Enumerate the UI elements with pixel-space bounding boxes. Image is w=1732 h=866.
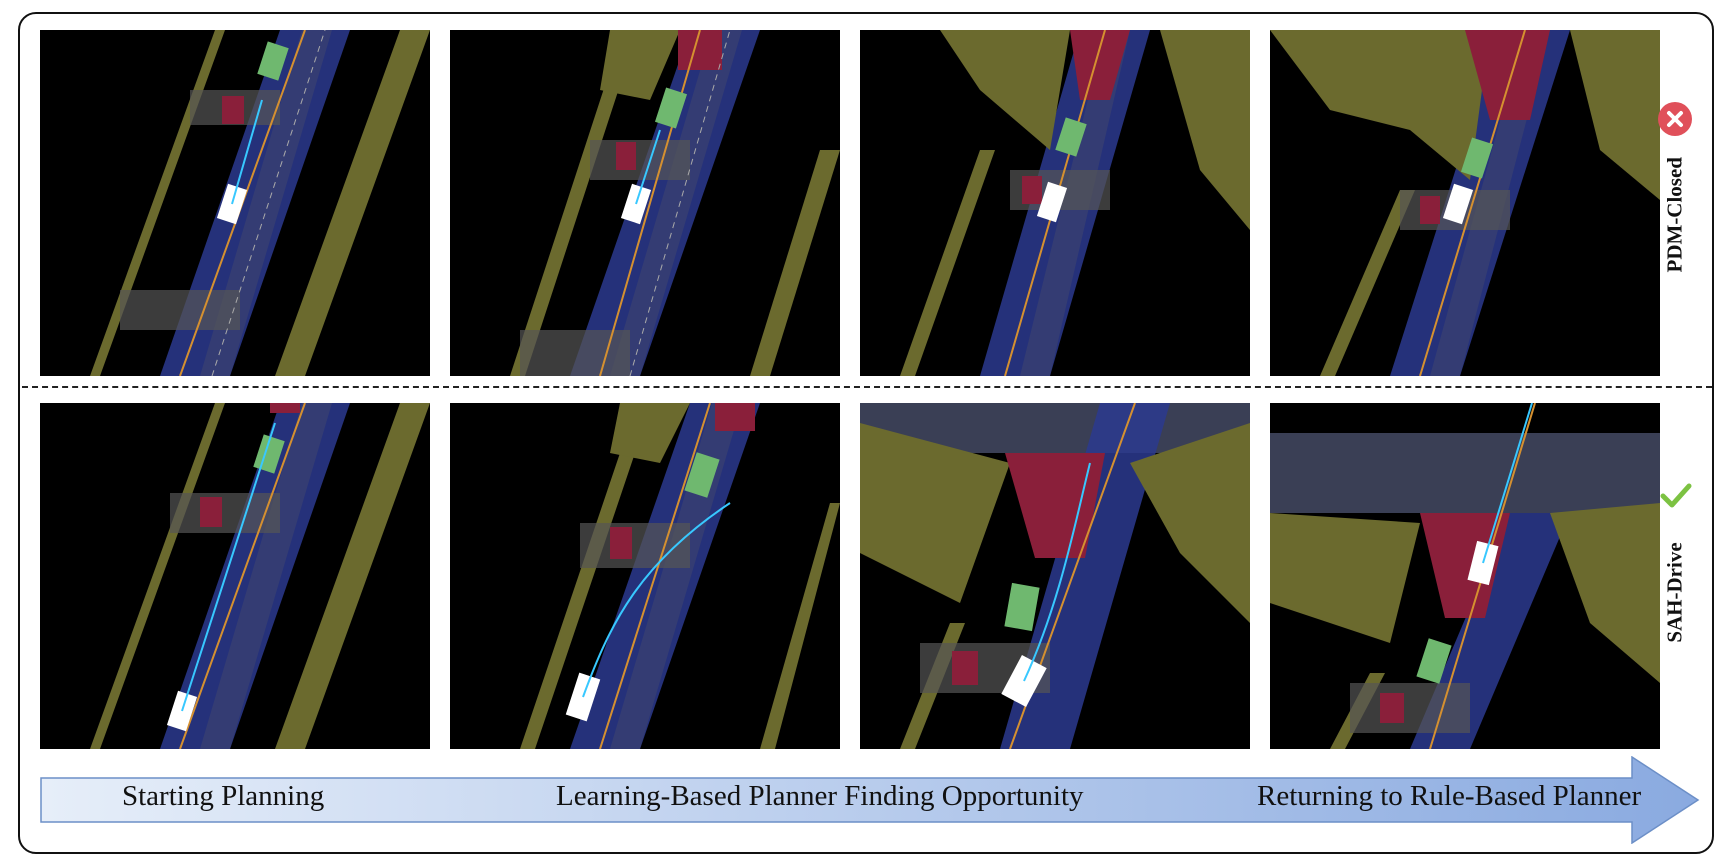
row-divider [22, 386, 1712, 388]
close-x-icon [1658, 102, 1692, 136]
pdm-closed-frame-4 [1270, 30, 1660, 376]
timeline-arrow [40, 755, 1700, 845]
sah-drive-frame-3 [860, 403, 1250, 749]
pdm-closed-frame-3 [860, 30, 1250, 376]
figure-frame [18, 12, 1714, 854]
row-label-top: PDM-Closed [1662, 157, 1687, 273]
timeline-label-middle: Learning-Based Planner Finding Opportuni… [556, 780, 1084, 812]
checkmark-icon [1660, 482, 1692, 510]
sah-drive-frame-2 [450, 403, 840, 749]
sah-drive-frame-4 [1270, 403, 1660, 749]
timeline-label-end: Returning to Rule-Based Planner [1257, 780, 1642, 812]
pdm-closed-frame-2 [450, 30, 840, 376]
row-label-bottom: SAH-Drive [1662, 542, 1687, 643]
timeline-label-start: Starting Planning [122, 780, 325, 812]
pdm-closed-frame-1 [40, 30, 430, 376]
sah-drive-frame-1 [40, 403, 430, 749]
